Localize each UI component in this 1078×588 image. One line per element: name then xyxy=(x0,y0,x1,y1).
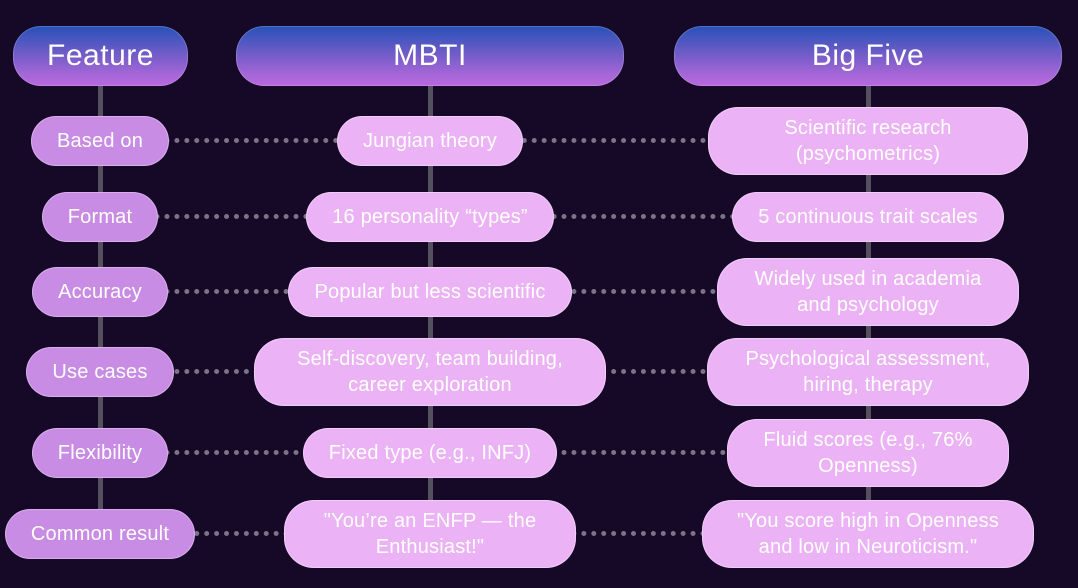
row-use-cases: Use cases Self-discovery, team building,… xyxy=(0,337,1078,407)
cell-feature: Format xyxy=(41,192,159,242)
cell-bigfive: Fluid scores (e.g., 76% Openness) xyxy=(727,418,1009,488)
cell-mbti: Self-discovery, team building, career ex… xyxy=(254,337,606,407)
row-accuracy: Accuracy Popular but less scientific Wid… xyxy=(0,257,1078,327)
column-header-big-five: Big Five xyxy=(674,26,1062,86)
cell-bigfive: 5 continuous trait scales xyxy=(732,192,1004,242)
cell-feature: Use cases xyxy=(26,347,174,397)
cell-feature: Based on xyxy=(30,116,170,166)
cell-bigfive: "You score high in Openness and low in N… xyxy=(702,499,1034,569)
row-flexibility: Flexibility Fixed type (e.g., INFJ) Flui… xyxy=(0,418,1078,488)
cell-bigfive: Widely used in academia and psychology xyxy=(717,257,1019,327)
row-common-result: Common result "You’re an ENFP — the Enth… xyxy=(0,499,1078,569)
cell-mbti: Popular but less scientific xyxy=(288,267,572,317)
row-format: Format 16 personality “types” 5 continuo… xyxy=(0,182,1078,252)
cell-mbti: Jungian theory xyxy=(336,116,523,166)
cell-mbti: 16 personality “types” xyxy=(306,192,554,242)
column-header-feature: Feature xyxy=(13,26,188,86)
row-based-on: Based on Jungian theory Scientific resea… xyxy=(0,106,1078,176)
cell-feature: Accuracy xyxy=(32,267,168,317)
cell-mbti: Fixed type (e.g., INFJ) xyxy=(302,428,558,478)
cell-mbti: "You’re an ENFP — the Enthusiast!" xyxy=(284,499,576,569)
column-header-mbti: MBTI xyxy=(236,26,624,86)
cell-feature: Common result xyxy=(4,509,196,559)
cell-bigfive: Scientific research (psychometrics) xyxy=(708,106,1028,176)
cell-bigfive: Psychological assessment, hiring, therap… xyxy=(707,337,1029,407)
cell-feature: Flexibility xyxy=(31,428,169,478)
